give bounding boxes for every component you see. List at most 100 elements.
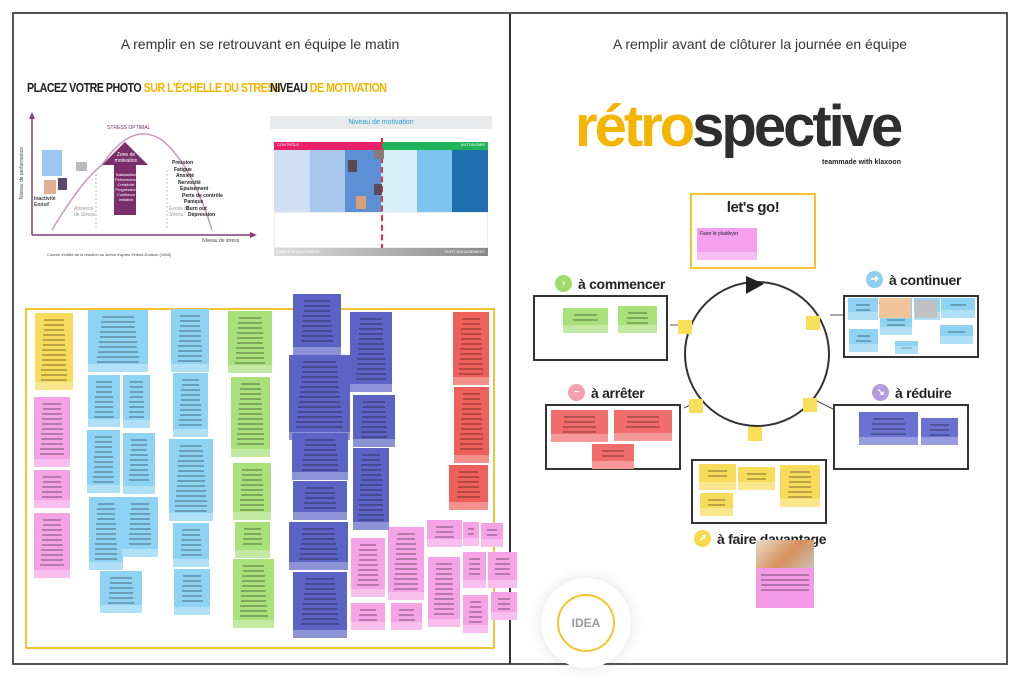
sticky-note[interactable] [940,325,973,344]
photo-avatar[interactable] [348,160,357,172]
sticky-note[interactable] [748,427,762,441]
symptom-item: Burn out [186,205,207,212]
sticky-note[interactable] [481,523,503,547]
sticky-note[interactable] [233,463,271,520]
sticky-note[interactable] [428,557,460,627]
sticky-note[interactable] [293,294,341,355]
idea-button[interactable]: IDEA [541,578,631,668]
symptom-item: Anxiété [176,173,195,179]
sticky-note[interactable] [233,559,274,628]
sticky-note[interactable] [293,481,347,520]
sticky-note[interactable] [449,465,488,510]
stress-ylabel: Niveau de performance [18,147,25,199]
symptom-item: Nervosité [178,179,201,186]
sticky-note[interactable] [353,448,389,530]
sticky-note[interactable] [848,298,878,320]
sticky-note[interactable] [454,387,489,463]
stress-xlabel: Niveau de stress [202,238,240,244]
sticky-note[interactable] [592,444,634,469]
stress-chart: STRESS OPTIMAL Zone de motivation Satisf… [18,110,262,265]
arrow-up-right-icon: ↗ [694,530,711,547]
sticky-note[interactable] [488,552,517,588]
stress-optimal-label: STRESS OPTIMAL [107,125,151,131]
sticky-note[interactable] [34,513,70,578]
symptom-item: Epuisement [180,186,209,192]
sticky-note[interactable] [173,373,208,437]
motivation-chart-title: Niveau de motivation [270,116,492,129]
sticky-note[interactable] [351,603,385,630]
logo-retro: rétro [575,94,695,159]
photo-card[interactable] [756,540,814,608]
sticky-note[interactable] [563,308,608,333]
sticky-note[interactable] [122,497,158,557]
sticky-note[interactable] [618,306,657,333]
photo-thumbnail [915,300,937,318]
sticky-note[interactable] [427,520,462,547]
photo-avatar[interactable] [374,150,384,159]
sticky-note[interactable] [453,312,489,385]
motivation-chart: Niveau de motivation CONTRÔLE AUTONOMIE … [270,116,492,261]
sticky-note[interactable] [292,433,348,480]
sticky-note[interactable] [100,571,142,613]
label-text: à arrêter [591,384,645,401]
sticky-note[interactable] [678,320,692,334]
sticky-note[interactable] [350,312,392,392]
sticky-note[interactable] [391,603,422,630]
section-reduire-label: ↘à réduire [872,384,952,401]
symptom-item: Fatigue [174,166,192,173]
sticky-note[interactable] [388,527,424,600]
sticky-note[interactable] [87,430,120,493]
stress-title: PLACEZ VOTRE PHOTO SUR L'ÉCHELLE DU STRE… [27,80,281,95]
arrow-items: Satisfaction Performance Créativité Prog… [115,172,138,202]
autonomie-band: AUTONOMIE [382,142,488,150]
sticky-note[interactable] [551,410,608,442]
sticky-note[interactable] [699,464,736,490]
sticky-note[interactable] [353,395,395,447]
sticky-note[interactable] [173,523,209,567]
sticky-note[interactable] [463,595,488,633]
sticky-note[interactable] [235,522,270,558]
sticky-note[interactable] [806,316,820,330]
sticky-note[interactable]: Faire le plaidoyer [697,228,757,260]
sticky-note[interactable] [34,397,70,467]
sticky-note[interactable] [849,329,878,352]
sticky-note[interactable] [35,313,73,390]
sticky-note[interactable] [169,439,213,521]
idea-label: IDEA [557,594,615,652]
sticky-note[interactable] [780,465,820,507]
sticky-note[interactable] [88,310,148,372]
sticky-note[interactable] [351,538,385,597]
sticky-note[interactable] [941,298,975,318]
sticky-note[interactable] [491,592,517,620]
current-level-marker [381,138,383,250]
sticky-note[interactable] [289,522,348,570]
sticky-note[interactable] [895,341,918,354]
sticky-note[interactable] [289,355,350,440]
sticky-note[interactable] [463,552,486,588]
photo-avatar[interactable] [356,196,366,209]
sticky-note[interactable] [228,311,272,373]
sticky-note[interactable] [463,522,479,546]
sticky-note[interactable] [859,412,918,445]
sticky-note[interactable] [88,375,120,427]
sticky-note[interactable] [689,399,703,413]
sticky-note[interactable] [803,398,817,412]
sticky-note[interactable] [614,410,672,441]
sticky-note[interactable] [123,433,155,494]
sticky-note[interactable] [293,572,347,638]
sticky-note[interactable] [700,493,733,516]
sticky-note[interactable] [171,309,209,372]
sticky-note[interactable] [89,497,123,570]
photo-avatar[interactable] [374,184,382,195]
sticky-note[interactable] [123,375,150,428]
sticky-note[interactable] [34,470,70,508]
sticky-note[interactable] [231,377,270,457]
logo-tagline: teammade with klaxoon [822,159,901,166]
exces-stress-label: Excès de Stress [169,206,190,218]
sticky-note[interactable] [174,569,210,615]
sticky-note[interactable] [738,467,775,490]
sticky-note[interactable] [921,418,958,445]
motivation-title: NIVEAU DE MOTIVATION [270,80,387,95]
